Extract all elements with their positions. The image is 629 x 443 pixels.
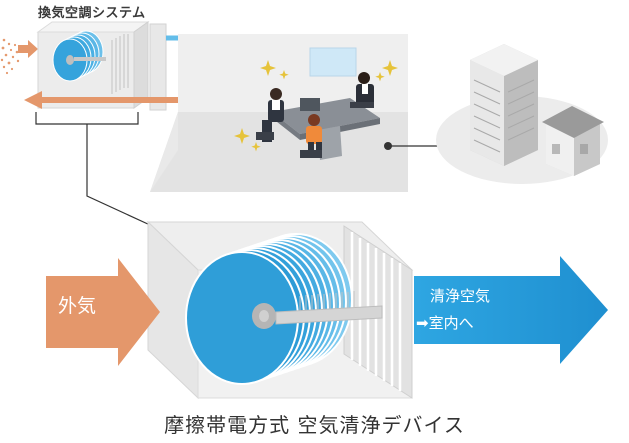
whiteboard <box>309 47 357 77</box>
small-intake-arrow <box>18 40 38 58</box>
small-disc-stack <box>52 30 106 82</box>
device-caption: 摩擦帯電方式 空気清浄デバイス <box>164 413 465 437</box>
office-worker-2 <box>350 72 374 108</box>
small-filter-grille <box>111 34 129 94</box>
office-room <box>150 34 446 192</box>
sparkle-icon <box>234 60 398 152</box>
pointer-dot <box>384 142 392 150</box>
buildings-illustration <box>436 44 608 184</box>
dust-particles <box>0 38 20 75</box>
clean-air-arrow <box>414 256 608 364</box>
clean-air-label-line2: ➡室内へ <box>416 314 474 332</box>
office-worker-1 <box>262 88 284 142</box>
small-ventilation-unit <box>0 21 167 226</box>
charged-disc-stack <box>185 233 353 385</box>
connector-line <box>86 124 151 226</box>
office-worker-3 <box>306 114 322 156</box>
brush-shaft <box>275 291 383 325</box>
clean-air-label-line1: 清浄空気 <box>430 287 491 305</box>
outside-air-arrow <box>46 258 160 366</box>
system-title: 換気空調システム <box>38 6 146 21</box>
air-purifier-device <box>146 220 414 400</box>
outside-air-label: 外気 <box>58 295 97 317</box>
